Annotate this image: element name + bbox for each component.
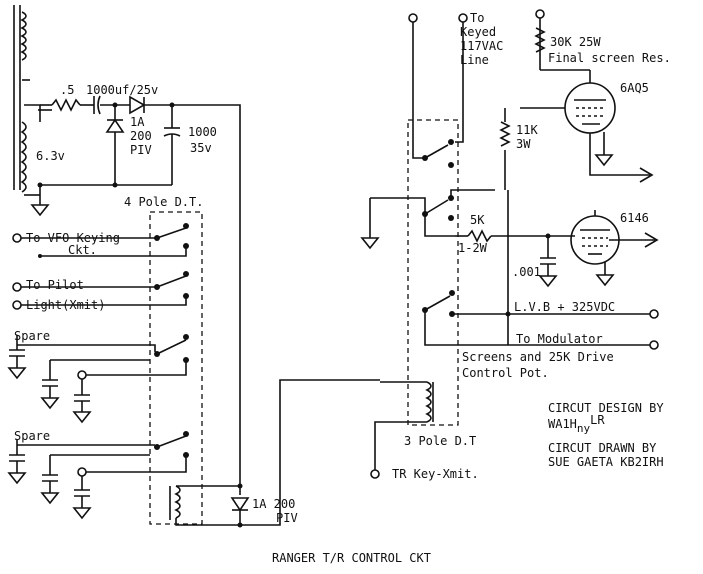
r5k-label-1: 5K	[470, 213, 485, 227]
r11k-label-2: 3W	[516, 137, 531, 151]
r5k-label-2: 1-2W	[458, 241, 488, 255]
lvb-label: L.V.B + 325VDC	[514, 300, 615, 314]
diode-label-3: PIV	[130, 143, 152, 157]
resistor-5k	[455, 229, 575, 288]
design-credit-1: CIRCUT DESIGN BY	[548, 401, 664, 415]
r11k-label-1: 11K	[516, 123, 538, 137]
vfo-label-2: Ckt.	[68, 243, 97, 257]
diode2-label-1: 1A 200	[252, 497, 295, 511]
to-keyed-label-3: 117VAC	[460, 39, 503, 53]
diode2-label-2: PIV	[276, 511, 298, 525]
relay3-label: 3 Pole D.T	[404, 434, 476, 448]
to-keyed-label-4: Line	[460, 53, 489, 67]
tube2-label: 6146	[620, 211, 649, 225]
tube-6146	[570, 210, 659, 287]
relay4-label: 4 Pole D.T.	[124, 195, 203, 209]
resistor-11k	[499, 108, 511, 345]
diode-label-1: 1A	[130, 115, 145, 129]
tube1-label: 6AQ5	[620, 81, 649, 95]
diode-label-2: 200	[130, 129, 152, 143]
tr-key-label: TR Key-Xmit.	[392, 467, 479, 481]
final-screen-label: Final screen Res.	[548, 51, 671, 65]
relay4-box	[149, 211, 203, 525]
relay3-contacts	[360, 13, 659, 479]
diode-2	[230, 483, 250, 528]
spare-label-1: Spare	[14, 329, 50, 343]
vfo-label-1: To VFO Keying	[26, 231, 120, 245]
to-keyed-label-2: Keyed	[460, 25, 496, 39]
modulator-label-2: Screens and 25K Drive	[462, 350, 614, 364]
drawn-credit-1: CIRCUT DRAWN BY	[548, 441, 657, 455]
modulator-label-1: To Modulator	[516, 332, 603, 346]
cap2-label-2: 35v	[190, 141, 212, 155]
resistor-label: .5	[60, 83, 74, 97]
pilot-label-2: Light(Xmit)	[26, 298, 105, 312]
capacitor-label: 1000uf/25v	[86, 83, 158, 97]
pilot-label-1: To Pilot	[26, 278, 84, 292]
design-credit-2: WA1HnyLR	[548, 413, 605, 435]
spare-label-2: Spare	[14, 429, 50, 443]
voltage-label: 6.3v	[36, 149, 65, 163]
relay3-box	[407, 119, 459, 426]
r30k-label: 30K 25W	[550, 35, 601, 49]
c001-label: .001	[512, 265, 541, 279]
cap2-label-1: 1000	[188, 125, 217, 139]
rectifier-input	[30, 95, 241, 495]
to-keyed-label-1: To	[470, 11, 484, 25]
tube-6aq5	[520, 9, 654, 183]
drawn-credit-2: SUE GAETA KB2IRH	[548, 455, 664, 469]
diagram-title: RANGER T/R CONTROL CKT	[272, 551, 431, 565]
modulator-label-3: Control Pot.	[462, 366, 549, 380]
relay4-contacts	[7, 223, 380, 526]
power-transformer	[13, 5, 52, 196]
